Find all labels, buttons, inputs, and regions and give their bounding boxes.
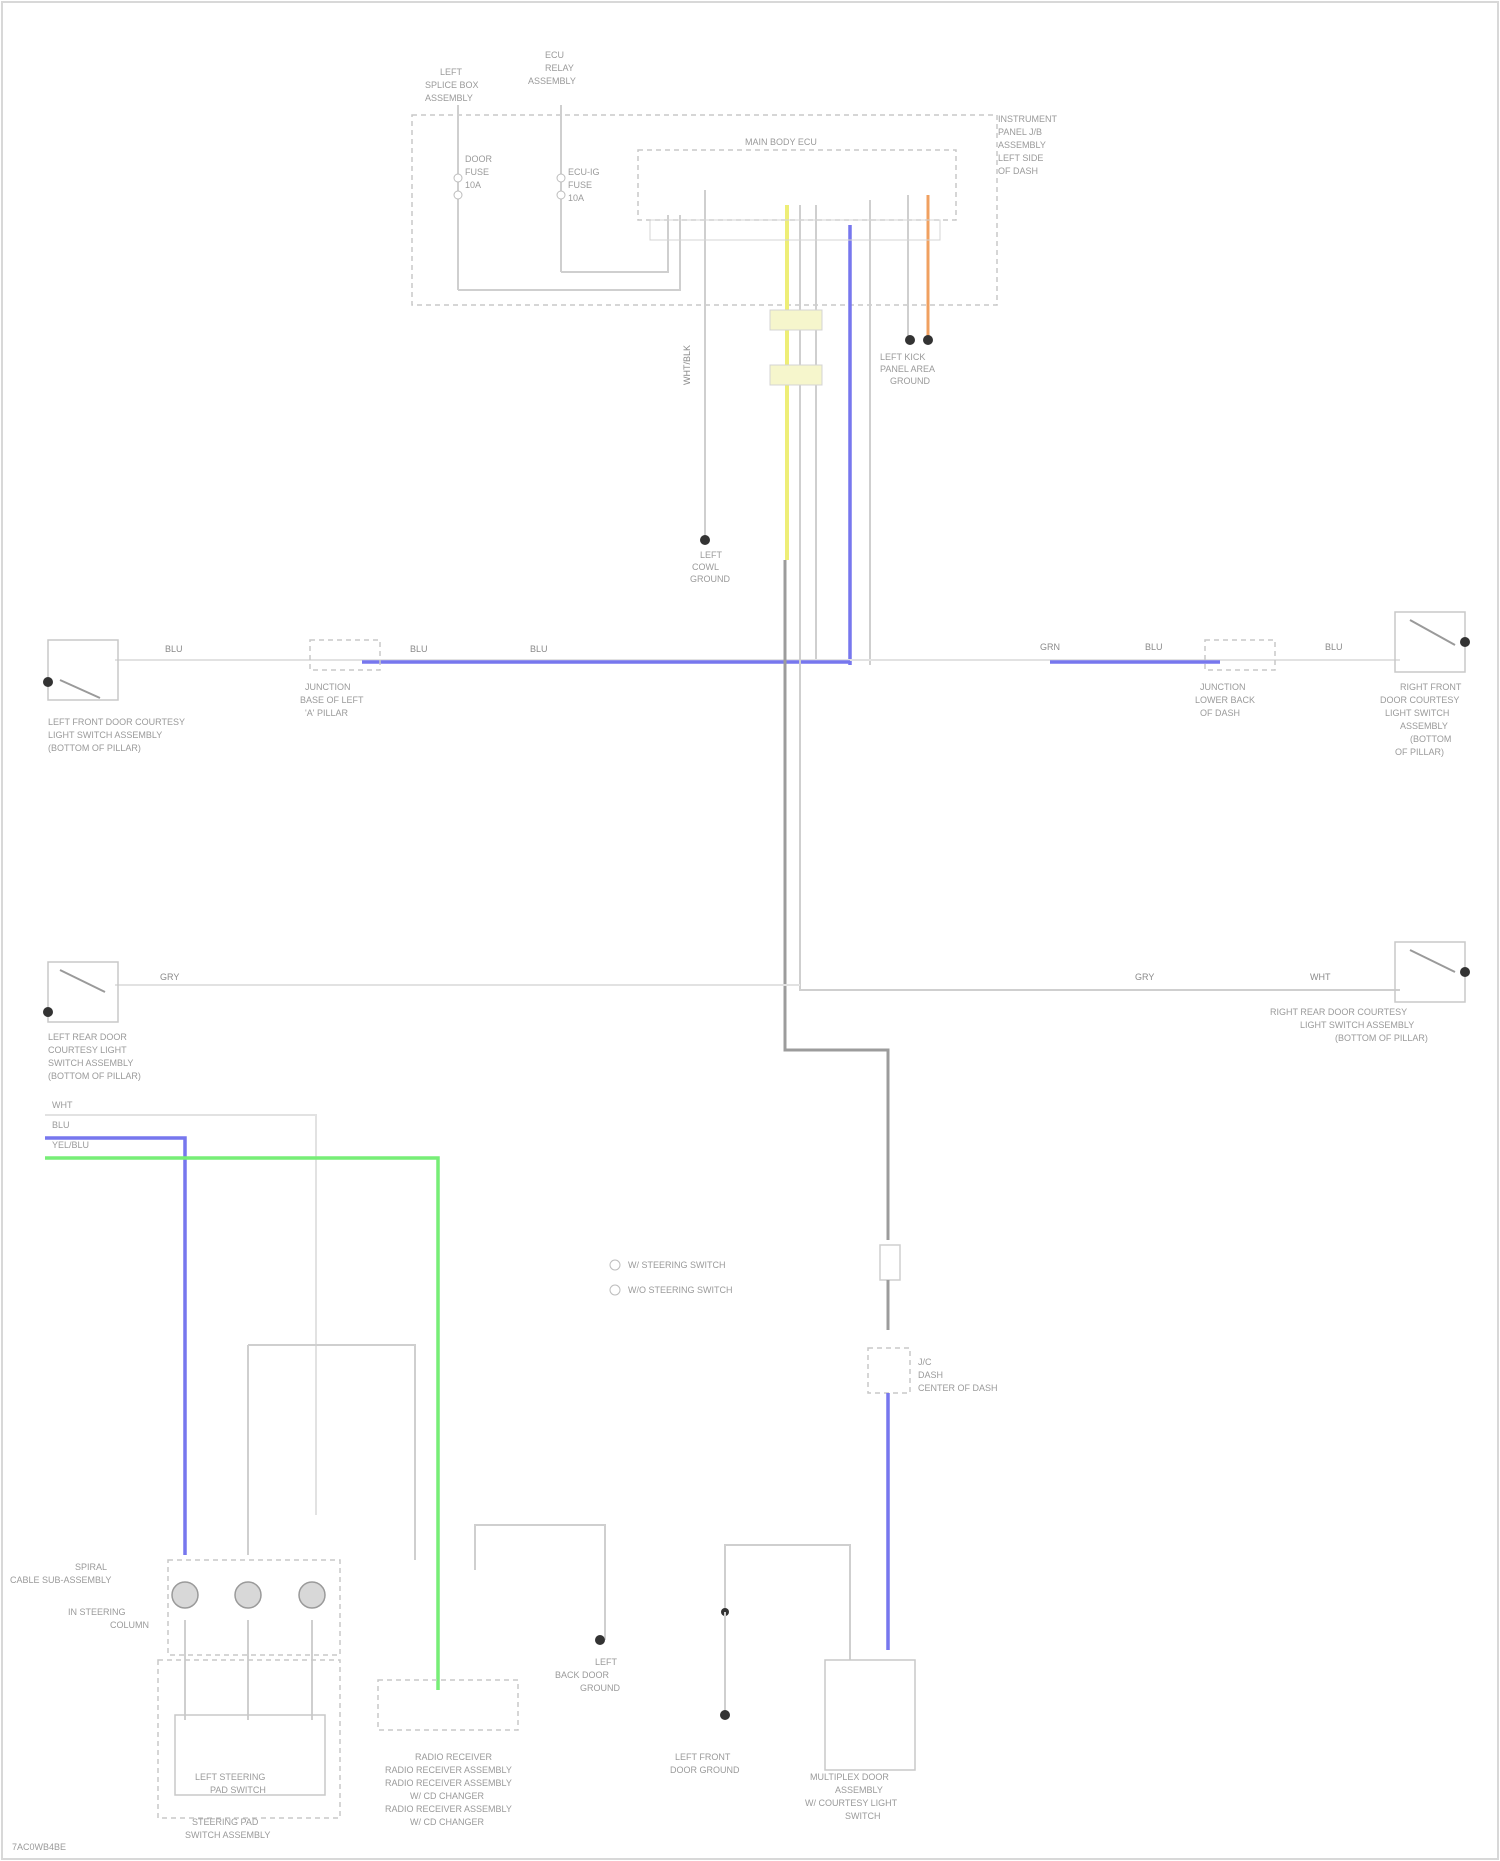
legend-item-2: W/O STEERING SWITCH — [628, 1285, 733, 1295]
harness-wht: WHT — [52, 1100, 73, 1110]
rf-door-l1: RIGHT FRONT — [1400, 682, 1462, 692]
inline-conn-l2: DASH — [918, 1370, 943, 1380]
gbr-l2: DOOR GROUND — [670, 1765, 740, 1775]
ground-center-l1: LEFT — [700, 550, 723, 560]
column-l1: IN STEERING — [68, 1607, 126, 1617]
radio-l5: RADIO RECEIVER ASSEMBLY — [385, 1804, 512, 1814]
rf-door-l3: LIGHT SWITCH — [1385, 708, 1449, 718]
ground-tr-l1: LEFT KICK — [880, 352, 925, 362]
svg-text:INSTRUMENT: INSTRUMENT — [998, 114, 1057, 124]
wire-label-gry-rr: GRY — [1135, 972, 1154, 982]
ip-label-2: PANEL J/B — [998, 127, 1042, 137]
fuse-top-left-l2: SPLICE BOX — [425, 80, 479, 90]
lr-door-l1: LEFT REAR DOOR — [48, 1032, 127, 1042]
wire-label-wht-blk: WHT/BLK — [682, 345, 692, 385]
legend-item-1: W/ STEERING SWITCH — [628, 1260, 726, 1270]
fuse-a-l3: 10A — [465, 180, 481, 190]
mux-l1: MULTIPLEX DOOR — [810, 1772, 889, 1782]
fuse-top-right-l3: ASSEMBLY — [528, 76, 576, 86]
wire-label-gry-lr: GRY — [160, 972, 179, 982]
ip-label-4: LEFT SIDE — [998, 153, 1043, 163]
rf-door-l2: DOOR COURTESY — [1380, 695, 1459, 705]
pad-switch-l2: PAD SWITCH — [210, 1785, 266, 1795]
inline-conn-l3: CENTER OF DASH — [918, 1383, 998, 1393]
radio-l6: W/ CD CHANGER — [410, 1817, 485, 1827]
pad-switch-l3: STEERING PAD — [192, 1817, 259, 1827]
junction-left-l2: BASE OF LEFT — [300, 695, 364, 705]
ground-point-center — [700, 535, 710, 545]
fuse-a-l2: FUSE — [465, 167, 489, 177]
ip-label-3: ASSEMBLY — [998, 140, 1046, 150]
ip-label-5: OF DASH — [998, 166, 1038, 176]
radio-l2: RADIO RECEIVER ASSEMBLY — [385, 1765, 512, 1775]
gbm-l3: GROUND — [580, 1683, 620, 1693]
svg-text:OF DASH: OF DASH — [998, 166, 1038, 176]
lr-door-l2: COURTESY LIGHT — [48, 1045, 127, 1055]
junction-right-l1: JUNCTION — [1200, 682, 1246, 692]
ground-center-l2: COWL — [692, 562, 719, 572]
rr-door-l2: LIGHT SWITCH ASSEMBLY — [1300, 1020, 1414, 1030]
mux-l3: W/ COURTESY LIGHT — [805, 1798, 898, 1808]
rf-door-l4: ASSEMBLY — [1400, 721, 1448, 731]
lf-door-l2: LIGHT SWITCH ASSEMBLY — [48, 730, 162, 740]
ground-tr-l2: PANEL AREA — [880, 364, 935, 374]
lr-door-l4: (BOTTOM OF PILLAR) — [48, 1071, 141, 1081]
harness-blu: BLU — [52, 1120, 70, 1130]
fuse-top-right-l2: RELAY — [545, 63, 574, 73]
fuse-b-l1: ECU-IG — [568, 167, 600, 177]
junction-left-l3: 'A' PILLAR — [305, 708, 348, 718]
lf-door-l1: LEFT FRONT DOOR COURTESY — [48, 717, 185, 727]
wire-label-blu-mid: BLU — [410, 644, 428, 654]
fuse-b-l3: 10A — [568, 193, 584, 203]
spiral-l2: CABLE SUB-ASSEMBLY — [10, 1575, 111, 1585]
svg-text:LEFT SIDE: LEFT SIDE — [998, 153, 1043, 163]
spiral-l1: SPIRAL — [75, 1562, 107, 1572]
ground-center-l3: GROUND — [690, 574, 730, 584]
rr-door-l1: RIGHT REAR DOOR COURTESY — [1270, 1007, 1407, 1017]
harness-yel-blu: YEL/BLU — [52, 1140, 89, 1150]
wire-label-blu-mid2: BLU — [530, 644, 548, 654]
fuse-a-l1: DOOR — [465, 154, 493, 164]
gbm-l2: BACK DOOR — [555, 1670, 610, 1680]
junction-right-l2: LOWER BACK — [1195, 695, 1255, 705]
wire-label-grn-rf: GRN — [1040, 642, 1060, 652]
fuse-top-left-l1: LEFT — [440, 67, 463, 77]
inline-conn-l1: J/C — [918, 1357, 932, 1367]
wire-label-blu-rf: BLU — [1145, 642, 1163, 652]
ip-label-1: INSTRUMENT — [998, 114, 1057, 124]
radio-l1: RADIO RECEIVER — [415, 1752, 493, 1762]
gbm-l1: LEFT — [595, 1657, 618, 1667]
junction-left-l1: JUNCTION — [305, 682, 351, 692]
ground-tr-l3: GROUND — [890, 376, 930, 386]
wire-label-wht-rr: WHT — [1310, 972, 1331, 982]
radio-l3: RADIO RECEIVER ASSEMBLY — [385, 1778, 512, 1788]
svg-text:ASSEMBLY: ASSEMBLY — [998, 140, 1046, 150]
wire-label-blu-lf: BLU — [165, 644, 183, 654]
main-body-ecu-label: MAIN BODY ECU — [745, 137, 817, 147]
wire-label-blu-rf2: BLU — [1325, 642, 1343, 652]
rf-door-l5: (BOTTOM — [1410, 734, 1451, 744]
junction-right-l3: OF DASH — [1200, 708, 1240, 718]
svg-text:PANEL J/B: PANEL J/B — [998, 127, 1042, 137]
lf-door-l3: (BOTTOM OF PILLAR) — [48, 743, 141, 753]
pad-switch-l4: SWITCH ASSEMBLY — [185, 1830, 270, 1840]
column-l2: COLUMN — [110, 1620, 149, 1630]
mux-l4: SWITCH — [845, 1811, 881, 1821]
fuse-b-l2: FUSE — [568, 180, 592, 190]
footer-code: 7AC0WB4BE — [12, 1842, 66, 1852]
lr-door-l3: SWITCH ASSEMBLY — [48, 1058, 133, 1068]
rr-door-l3: (BOTTOM OF PILLAR) — [1335, 1033, 1428, 1043]
radio-l4: W/ CD CHANGER — [410, 1791, 485, 1801]
rf-door-l6: OF PILLAR) — [1395, 747, 1444, 757]
gbr-l1: LEFT FRONT — [675, 1752, 731, 1762]
pad-switch-l1: LEFT STEERING — [195, 1772, 265, 1782]
fuse-top-right-l1: ECU — [545, 50, 564, 60]
fuse-top-left-l3: ASSEMBLY — [425, 93, 473, 103]
mux-l2: ASSEMBLY — [835, 1785, 883, 1795]
